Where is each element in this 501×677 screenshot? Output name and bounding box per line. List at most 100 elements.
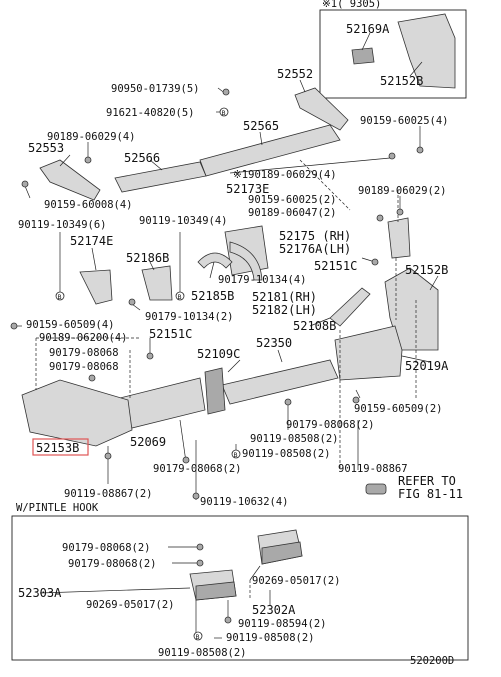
- label-90159-60008[interactable]: 90159-60008(4): [44, 199, 133, 211]
- label-refer-to[interactable]: REFER TO: [398, 474, 456, 488]
- label-52302A[interactable]: 52302A: [252, 603, 296, 617]
- clip-b-icon: [55, 291, 65, 301]
- svg-text:B: B: [196, 634, 200, 641]
- part-52069-shape: [119, 377, 206, 429]
- label-52350[interactable]: 52350: [256, 336, 292, 350]
- label-52108B[interactable]: 52108B: [293, 319, 336, 333]
- bolt-icon: [371, 258, 379, 266]
- label-90179-10134-4[interactable]: 90179-10134(4): [218, 274, 307, 286]
- label-52303A[interactable]: 52303A: [18, 586, 62, 600]
- label-90179-08068-b[interactable]: 90179-08068: [49, 361, 119, 373]
- part-52019A-shape: [334, 325, 403, 381]
- bolt-icon: [128, 298, 136, 306]
- label-90179-08068-2c[interactable]: 90179-08068(2): [62, 542, 151, 554]
- top-inset-frame: [319, 9, 467, 99]
- label-90950-01739[interactable]: 90950-01739(5): [111, 83, 200, 95]
- label-90179-08068-a[interactable]: 90179-08068: [49, 347, 119, 359]
- svg-text:B: B: [222, 110, 226, 117]
- bolt-icon: [10, 322, 18, 330]
- bolt-icon: [224, 616, 232, 624]
- label-90189-06029-4b[interactable]: ※190189-06029(4): [233, 169, 337, 181]
- label-52019A[interactable]: 52019A: [405, 359, 449, 373]
- label-90179-08068-2d[interactable]: 90179-08068(2): [68, 558, 157, 570]
- part-52175-shape: [387, 217, 411, 259]
- part-52174E-shape: [79, 269, 113, 305]
- label-52175[interactable]: 52175 (RH): [279, 229, 351, 243]
- label-fig[interactable]: FIG 81-11: [398, 487, 463, 501]
- part-52553-shape: [39, 159, 101, 201]
- label-52173E[interactable]: 52173E: [226, 182, 269, 196]
- label-90189-06200[interactable]: 90189-06200(4): [39, 332, 128, 344]
- label-52109C[interactable]: 52109C: [197, 347, 240, 361]
- label-90269-05017-2a[interactable]: 90269-05017(2): [252, 575, 341, 587]
- label-52176A[interactable]: 52176A(LH): [279, 242, 351, 256]
- label-52553[interactable]: 52553: [28, 141, 64, 155]
- label-90159-60025-2[interactable]: 90159-60025(2): [248, 194, 337, 206]
- label-52069[interactable]: 52069: [130, 435, 166, 449]
- highlight-52153B: [32, 438, 89, 456]
- bolt-icon: [284, 398, 292, 406]
- label-52169A[interactable]: 52169A: [346, 22, 390, 36]
- bolt-icon: [222, 88, 230, 96]
- label-52152B-mid[interactable]: 52152B: [405, 263, 448, 277]
- label-90119-10349-6[interactable]: 90119-10349(6): [18, 219, 107, 231]
- label-90119-08867-2[interactable]: 90119-08867(2): [64, 488, 153, 500]
- label-90179-08068-2b[interactable]: 90179-08068(2): [153, 463, 242, 475]
- clip-b-icon: [219, 107, 229, 117]
- label-52185B[interactable]: 52185B: [191, 289, 234, 303]
- label-52565[interactable]: 52565: [243, 119, 279, 133]
- part-52109C-shape: [204, 367, 226, 415]
- label-91621-40820[interactable]: 91621-40820(5): [106, 107, 195, 119]
- label-90179-10134-2[interactable]: 90179-10134(2): [145, 311, 234, 323]
- label-52151C-a[interactable]: 52151C: [314, 259, 357, 273]
- label-90159-60509-4[interactable]: 90159-60509(4): [26, 319, 115, 331]
- label-90119-08508-2d[interactable]: 90119-08508(2): [158, 647, 247, 659]
- label-52186B[interactable]: 52186B: [126, 251, 169, 265]
- part-52153B-shape: [21, 379, 133, 447]
- label-90119-08594[interactable]: 90119-08594(2): [238, 618, 327, 630]
- part-52181-shape: [229, 241, 263, 281]
- bolt-icon: [196, 559, 204, 567]
- label-52174E[interactable]: 52174E: [70, 234, 113, 248]
- label-90189-06029-4a[interactable]: 90189-06029(4): [47, 131, 136, 143]
- bolt-icon: [388, 152, 396, 160]
- part-52185B-shape: [197, 252, 233, 269]
- label-90119-08867-top[interactable]: 90119-08867: [338, 463, 408, 475]
- inset-title: W/PINTLE HOOK: [16, 502, 99, 514]
- bolt-icon: [146, 352, 154, 360]
- diagram-code: 520200D: [410, 655, 454, 667]
- bolt-icon: [396, 208, 404, 216]
- top-inset-note: ※1( 9305): [322, 0, 381, 10]
- bolt-icon: [352, 396, 360, 404]
- leader-lines: [12, 79, 439, 500]
- label-90269-05017-2b[interactable]: 90269-05017(2): [86, 599, 175, 611]
- part-52152B-mid-shape: [384, 267, 439, 351]
- label-52552[interactable]: 52552: [277, 67, 313, 81]
- svg-text:B: B: [234, 452, 238, 459]
- label-52152B-top[interactable]: 52152B: [380, 74, 423, 88]
- label-52153B[interactable]: 52153B: [36, 441, 79, 455]
- part-52169A-shape: [351, 47, 375, 65]
- label-90119-10349-4[interactable]: 90119-10349(4): [139, 215, 228, 227]
- label-90159-60509-2[interactable]: 90159-60509(2): [354, 403, 443, 415]
- label-52566[interactable]: 52566: [124, 151, 160, 165]
- label-90189-06029-2[interactable]: 90189-06029(2): [358, 185, 447, 197]
- label-52151C-b[interactable]: 52151C: [149, 327, 192, 341]
- refer-part-shape: [365, 483, 387, 495]
- part-52186B-shape: [141, 265, 173, 301]
- label-90119-10632[interactable]: 90119-10632(4): [200, 496, 289, 508]
- label-52182[interactable]: 52182(LH): [252, 303, 317, 317]
- part-52350-shape: [221, 359, 339, 405]
- fasteners: B B B B: [10, 88, 424, 500]
- label-90179-08068-2a[interactable]: 90179-08068(2): [286, 419, 375, 431]
- dashed-guides: [35, 159, 417, 470]
- label-90119-08508-2b[interactable]: 90119-08508(2): [242, 448, 331, 460]
- clip-b-icon: [231, 449, 241, 459]
- label-90159-60025-4[interactable]: 90159-60025(4): [360, 115, 449, 127]
- label-52181[interactable]: 52181(RH): [252, 290, 317, 304]
- label-90119-08508-2c[interactable]: 90119-08508(2): [226, 632, 315, 644]
- clip-b-icon: [175, 291, 185, 301]
- label-90119-08508-2a[interactable]: 90119-08508(2): [250, 433, 339, 445]
- label-90189-06047[interactable]: 90189-06047(2): [248, 207, 337, 219]
